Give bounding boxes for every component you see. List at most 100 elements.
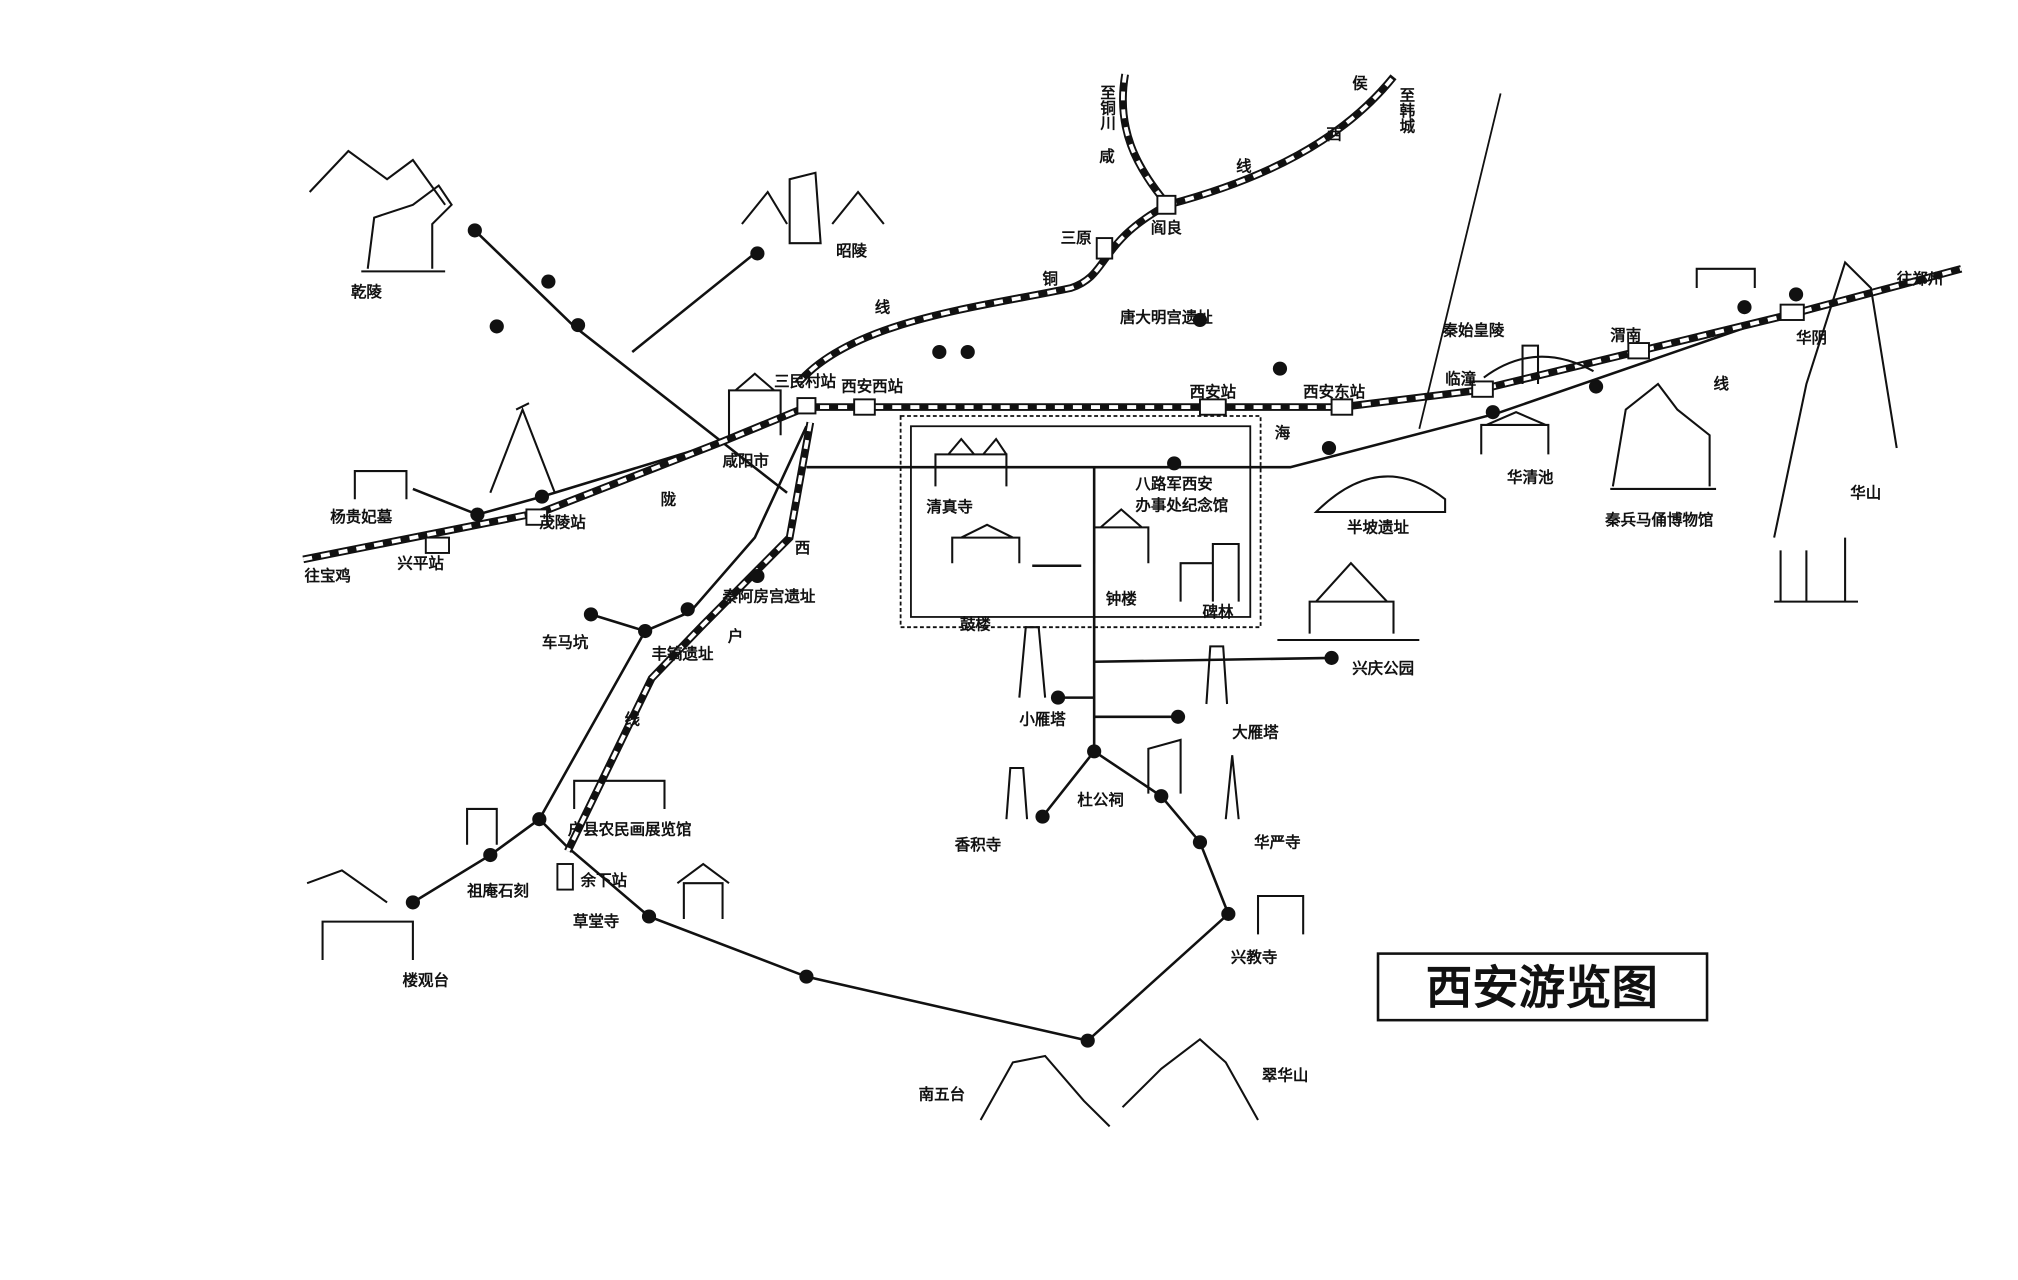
label-nanwutai: 南五台 (919, 1085, 965, 1104)
xingjiao-icon (1256, 894, 1305, 935)
label-xingqing: 兴庆公园 (1352, 658, 1414, 677)
label-zuan: 祖庵石刻 (466, 881, 529, 900)
huashan-icon (1773, 260, 1898, 538)
site-dot (583, 607, 599, 622)
label-chemakeng: 车马坑 (542, 633, 589, 652)
mosque-icon (934, 437, 1008, 487)
site-dot (1221, 906, 1236, 921)
caotang-pavilion-icon (676, 862, 730, 920)
label-to-baoji: 往宝鸡 (305, 566, 351, 585)
site-dot (532, 812, 547, 827)
labels: 乾陵 昭陵 唐大明宫遗址 秦始皇陵 杨贵妃墓 秦阿房宫遗址 丰镐遗址 车马坑 清… (305, 73, 1944, 1103)
label-cuihuashan: 翠华山 (1262, 1065, 1308, 1084)
label-longhai-1: 陇 (661, 489, 677, 508)
label-xiantong-3: 线 (875, 297, 891, 316)
zuan-stele-icon (466, 807, 498, 845)
site-dot (1192, 835, 1208, 850)
label-station-xian-west: 西安西站 (841, 377, 903, 396)
road-xingqing (1094, 656, 1332, 664)
railways (302, 73, 1963, 853)
label-balujun-1: 八路军西安 (1134, 474, 1212, 493)
label-dugongci: 杜公祠 (1077, 790, 1123, 809)
station-box (1330, 398, 1354, 416)
label-bingmayong: 秦兵马俑博物馆 (1604, 510, 1713, 529)
big-pagoda-icon (1205, 645, 1229, 705)
label-station-yanliang: 阎良 (1151, 218, 1183, 237)
tower-icon (727, 372, 782, 436)
road-zhaoling (631, 252, 756, 353)
label-huaqingchi: 华清池 (1507, 468, 1554, 487)
site-dot (680, 602, 695, 617)
label-station-maoling: 茂陵站 (539, 512, 586, 531)
site-dot (641, 909, 657, 924)
site-dot (1035, 809, 1050, 824)
label-qinshihuang: 秦始皇陵 (1442, 320, 1505, 339)
small-pagoda-icon (1018, 626, 1047, 698)
label-huashan: 华山 (1850, 483, 1881, 502)
site-dot (1080, 1033, 1095, 1048)
pavilion-icon (1277, 561, 1420, 642)
label-station-sanyuan: 三原 (1061, 229, 1092, 247)
road-chemakeng (590, 613, 646, 633)
map-title: 西安游览图 (1426, 961, 1658, 1015)
label-to-zhengzhou: 往郑州 (1897, 269, 1943, 288)
label-qianling: 乾陵 (351, 282, 383, 301)
pictograms (306, 149, 1898, 1128)
banpo-icon (1313, 475, 1447, 514)
site-dot (750, 246, 765, 261)
site-dots (405, 223, 1804, 1048)
site-dot (1324, 650, 1339, 665)
site-dot (470, 507, 485, 522)
label-longhai-2: 海 (1275, 423, 1291, 442)
city-center-box (899, 415, 1262, 629)
label-station-xian: 西安站 (1190, 382, 1237, 401)
label-houxi-1: 侯 (1352, 73, 1368, 92)
site-dot (1087, 744, 1102, 759)
site-dot (1788, 287, 1804, 302)
label-to-hancheng: 至韩城 (1397, 87, 1415, 135)
site-dot (1167, 456, 1182, 471)
railway-xihu (564, 421, 815, 853)
site-dot (1170, 709, 1186, 724)
label-longhai-3: 线 (1713, 374, 1729, 393)
warrior-icon (1610, 382, 1717, 490)
label-xingjiaosi: 兴教寺 (1231, 948, 1277, 967)
site-dot (1192, 312, 1208, 328)
site-dot (750, 568, 765, 584)
site-dot (541, 274, 556, 289)
label-xihu-3: 线 (624, 710, 640, 729)
label-station-lintong: 临潼 (1445, 369, 1477, 388)
nanwutai-mountain-icon (979, 1054, 1111, 1128)
label-louguantai: 楼观台 (403, 971, 449, 990)
road-north-line (1418, 93, 1502, 430)
label-station-xingping: 兴平站 (397, 553, 444, 572)
site-dot (1321, 440, 1337, 456)
site-dot (1588, 379, 1604, 394)
huxian-building-icon (573, 779, 666, 809)
label-xiantong-2: 铜 (1043, 269, 1058, 288)
station-box (1779, 303, 1805, 321)
site-dot (1050, 690, 1066, 705)
station-box (1627, 342, 1650, 360)
label-huxian: 户县农民画展览馆 (568, 820, 692, 839)
cuihua-mountain-icon (1121, 1038, 1259, 1121)
label-zhonglou: 钟楼 (1106, 589, 1138, 608)
site-dot (1154, 789, 1169, 804)
site-dot (932, 344, 947, 360)
label-fenghao: 丰镐遗址 (652, 644, 714, 663)
label-yangguifei: 杨贵妃墓 (330, 507, 392, 526)
label-station-weinan: 渭南 (1610, 326, 1641, 345)
site-dot (1272, 361, 1288, 376)
station-box (796, 397, 817, 415)
label-to-tongchuan: 至铜川 (1098, 84, 1117, 131)
label-xiaoyanta: 小雁塔 (1019, 710, 1066, 729)
village-icon (1695, 267, 1756, 288)
station-box (1095, 237, 1114, 260)
station-box (1198, 398, 1227, 416)
site-dot (638, 624, 653, 639)
label-xihu-1: 西 (795, 539, 810, 557)
building-icon (353, 470, 408, 500)
map-title-box: 西安游览图 (1376, 952, 1709, 1022)
station-box (1471, 380, 1494, 398)
station-box (1156, 194, 1177, 215)
